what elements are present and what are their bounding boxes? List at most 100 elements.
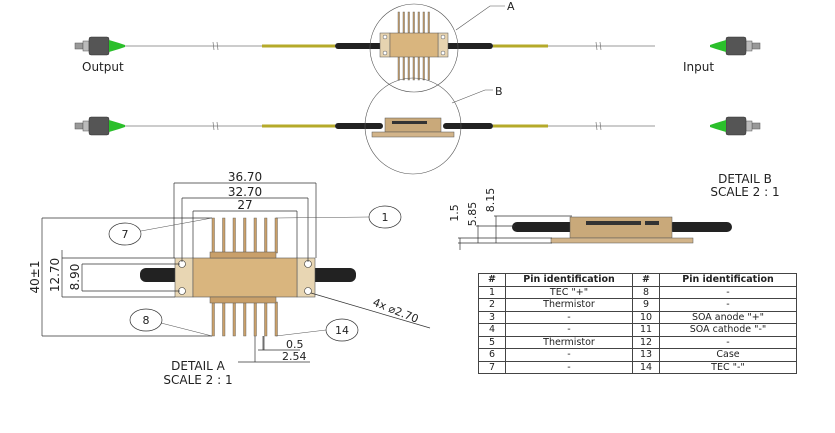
pin (412, 11, 415, 34)
detail-b-title: DETAIL B (718, 172, 772, 186)
fiber-boot (335, 43, 388, 49)
dim-total-height: 8.15 (484, 188, 497, 213)
butterfly-module (389, 32, 439, 58)
pin-function-cell: TEC "-" (659, 360, 797, 374)
pin-number-cell: 9 (632, 298, 660, 312)
pin (264, 301, 268, 337)
detail-a-view: 36.70 32.70 27 40±1 12.70 8.90 4x ⌀2.70 … (28, 170, 431, 387)
pin-function-cell: - (505, 310, 633, 324)
dim-flange-height: 12.70 (48, 258, 62, 292)
pin (222, 217, 226, 254)
pin (222, 301, 226, 337)
overview-top-assembly: A Output Input (74, 0, 761, 93)
detail-a-scale: SCALE 2 : 1 (163, 373, 232, 387)
detail-b-scale: SCALE 2 : 1 (710, 185, 779, 199)
module-side (569, 216, 673, 239)
callout-pin-14: 14 (335, 324, 349, 337)
callout-pin-8: 8 (143, 314, 150, 327)
detail-b-view: 1.5 5.85 8.15 DETAIL B SCALE 2 : 1 (448, 172, 780, 250)
detail-a-circle (369, 3, 459, 93)
module-body (192, 257, 298, 298)
pin-function-cell: Thermistor (505, 298, 633, 312)
pin-identification-table: # Pin identification # Pin identificatio… (478, 273, 797, 374)
dim-overall-width: 36.70 (228, 170, 262, 184)
pin-number-cell: 12 (632, 335, 660, 349)
dim-overall-height: 40±1 (28, 261, 42, 294)
dim-base: 1.5 (448, 204, 461, 222)
pin-function-cell: Thermistor (505, 335, 633, 349)
detail-a-title: DETAIL A (171, 359, 225, 373)
dim-holes: 4x ⌀2.70 (371, 296, 420, 326)
pin-number-cell: 10 (632, 310, 660, 324)
pin-number-cell: 4 (478, 323, 506, 337)
pin (427, 11, 430, 34)
callout-pin-7: 7 (122, 228, 129, 241)
pin-function-cell: - (505, 360, 633, 374)
output-connector-icon (74, 36, 126, 56)
detail-a-tag: A (507, 0, 515, 13)
pin (232, 301, 236, 337)
pin (402, 56, 405, 81)
pin-function-cell: TEC "+" (505, 285, 633, 299)
header-pin-identification: Pin identification (505, 273, 633, 287)
pin (422, 11, 425, 34)
pin-number-cell: 7 (478, 360, 506, 374)
pin-number-cell: 1 (478, 285, 506, 299)
pin-number-cell: 14 (632, 360, 660, 374)
pin (274, 301, 278, 337)
detail-b-circle (364, 77, 462, 175)
pin (417, 11, 420, 34)
pin-function-cell: SOA anode "+" (659, 310, 797, 324)
output-label: Output (82, 60, 124, 74)
dim-hole-spacing-height: 8.90 (68, 264, 82, 291)
input-connector-icon (709, 36, 761, 56)
pin-function-cell: - (659, 298, 797, 312)
pin (211, 301, 215, 337)
pin-function-cell: SOA cathode "-" (659, 323, 797, 337)
pin (397, 56, 400, 81)
pin-number-cell: 5 (478, 335, 506, 349)
callout-pin-1: 1 (382, 211, 389, 224)
input-label: Input (683, 60, 714, 74)
pin (427, 56, 430, 81)
header-pin-number: # (478, 273, 506, 287)
pin-number-cell: 3 (478, 310, 506, 324)
pin (407, 11, 410, 34)
pin-number-cell: 11 (632, 323, 660, 337)
pin (412, 56, 415, 81)
pin-number-cell: 6 (478, 348, 506, 362)
overview-side-assembly: B (74, 77, 761, 175)
pin-function-cell: Case (659, 348, 797, 362)
pin-function-cell: - (505, 348, 633, 362)
pin (243, 217, 247, 254)
pin (402, 11, 405, 34)
pin-function-cell: - (659, 335, 797, 349)
pin (407, 56, 410, 81)
pin-number-cell: 2 (478, 298, 506, 312)
dim-hole-spacing-width: 32.70 (228, 185, 262, 199)
pin-number-cell: 13 (632, 348, 660, 362)
pin-number-cell: 8 (632, 285, 660, 299)
pin (253, 217, 257, 254)
pin (253, 301, 257, 337)
pin-function-cell: - (659, 285, 797, 299)
dim-fiber-axis: 5.85 (466, 202, 479, 227)
pin (243, 301, 247, 337)
dim-body-width: 27 (237, 198, 252, 212)
header-pin-number: # (632, 273, 660, 287)
pin (264, 217, 268, 254)
pin (274, 217, 278, 254)
pin (417, 56, 420, 81)
detail-b-tag: B (495, 85, 503, 98)
header-pin-identification: Pin identification (659, 273, 797, 287)
dim-pin-pitch: 2.54 (282, 350, 307, 363)
pin-function-cell: - (505, 323, 633, 337)
